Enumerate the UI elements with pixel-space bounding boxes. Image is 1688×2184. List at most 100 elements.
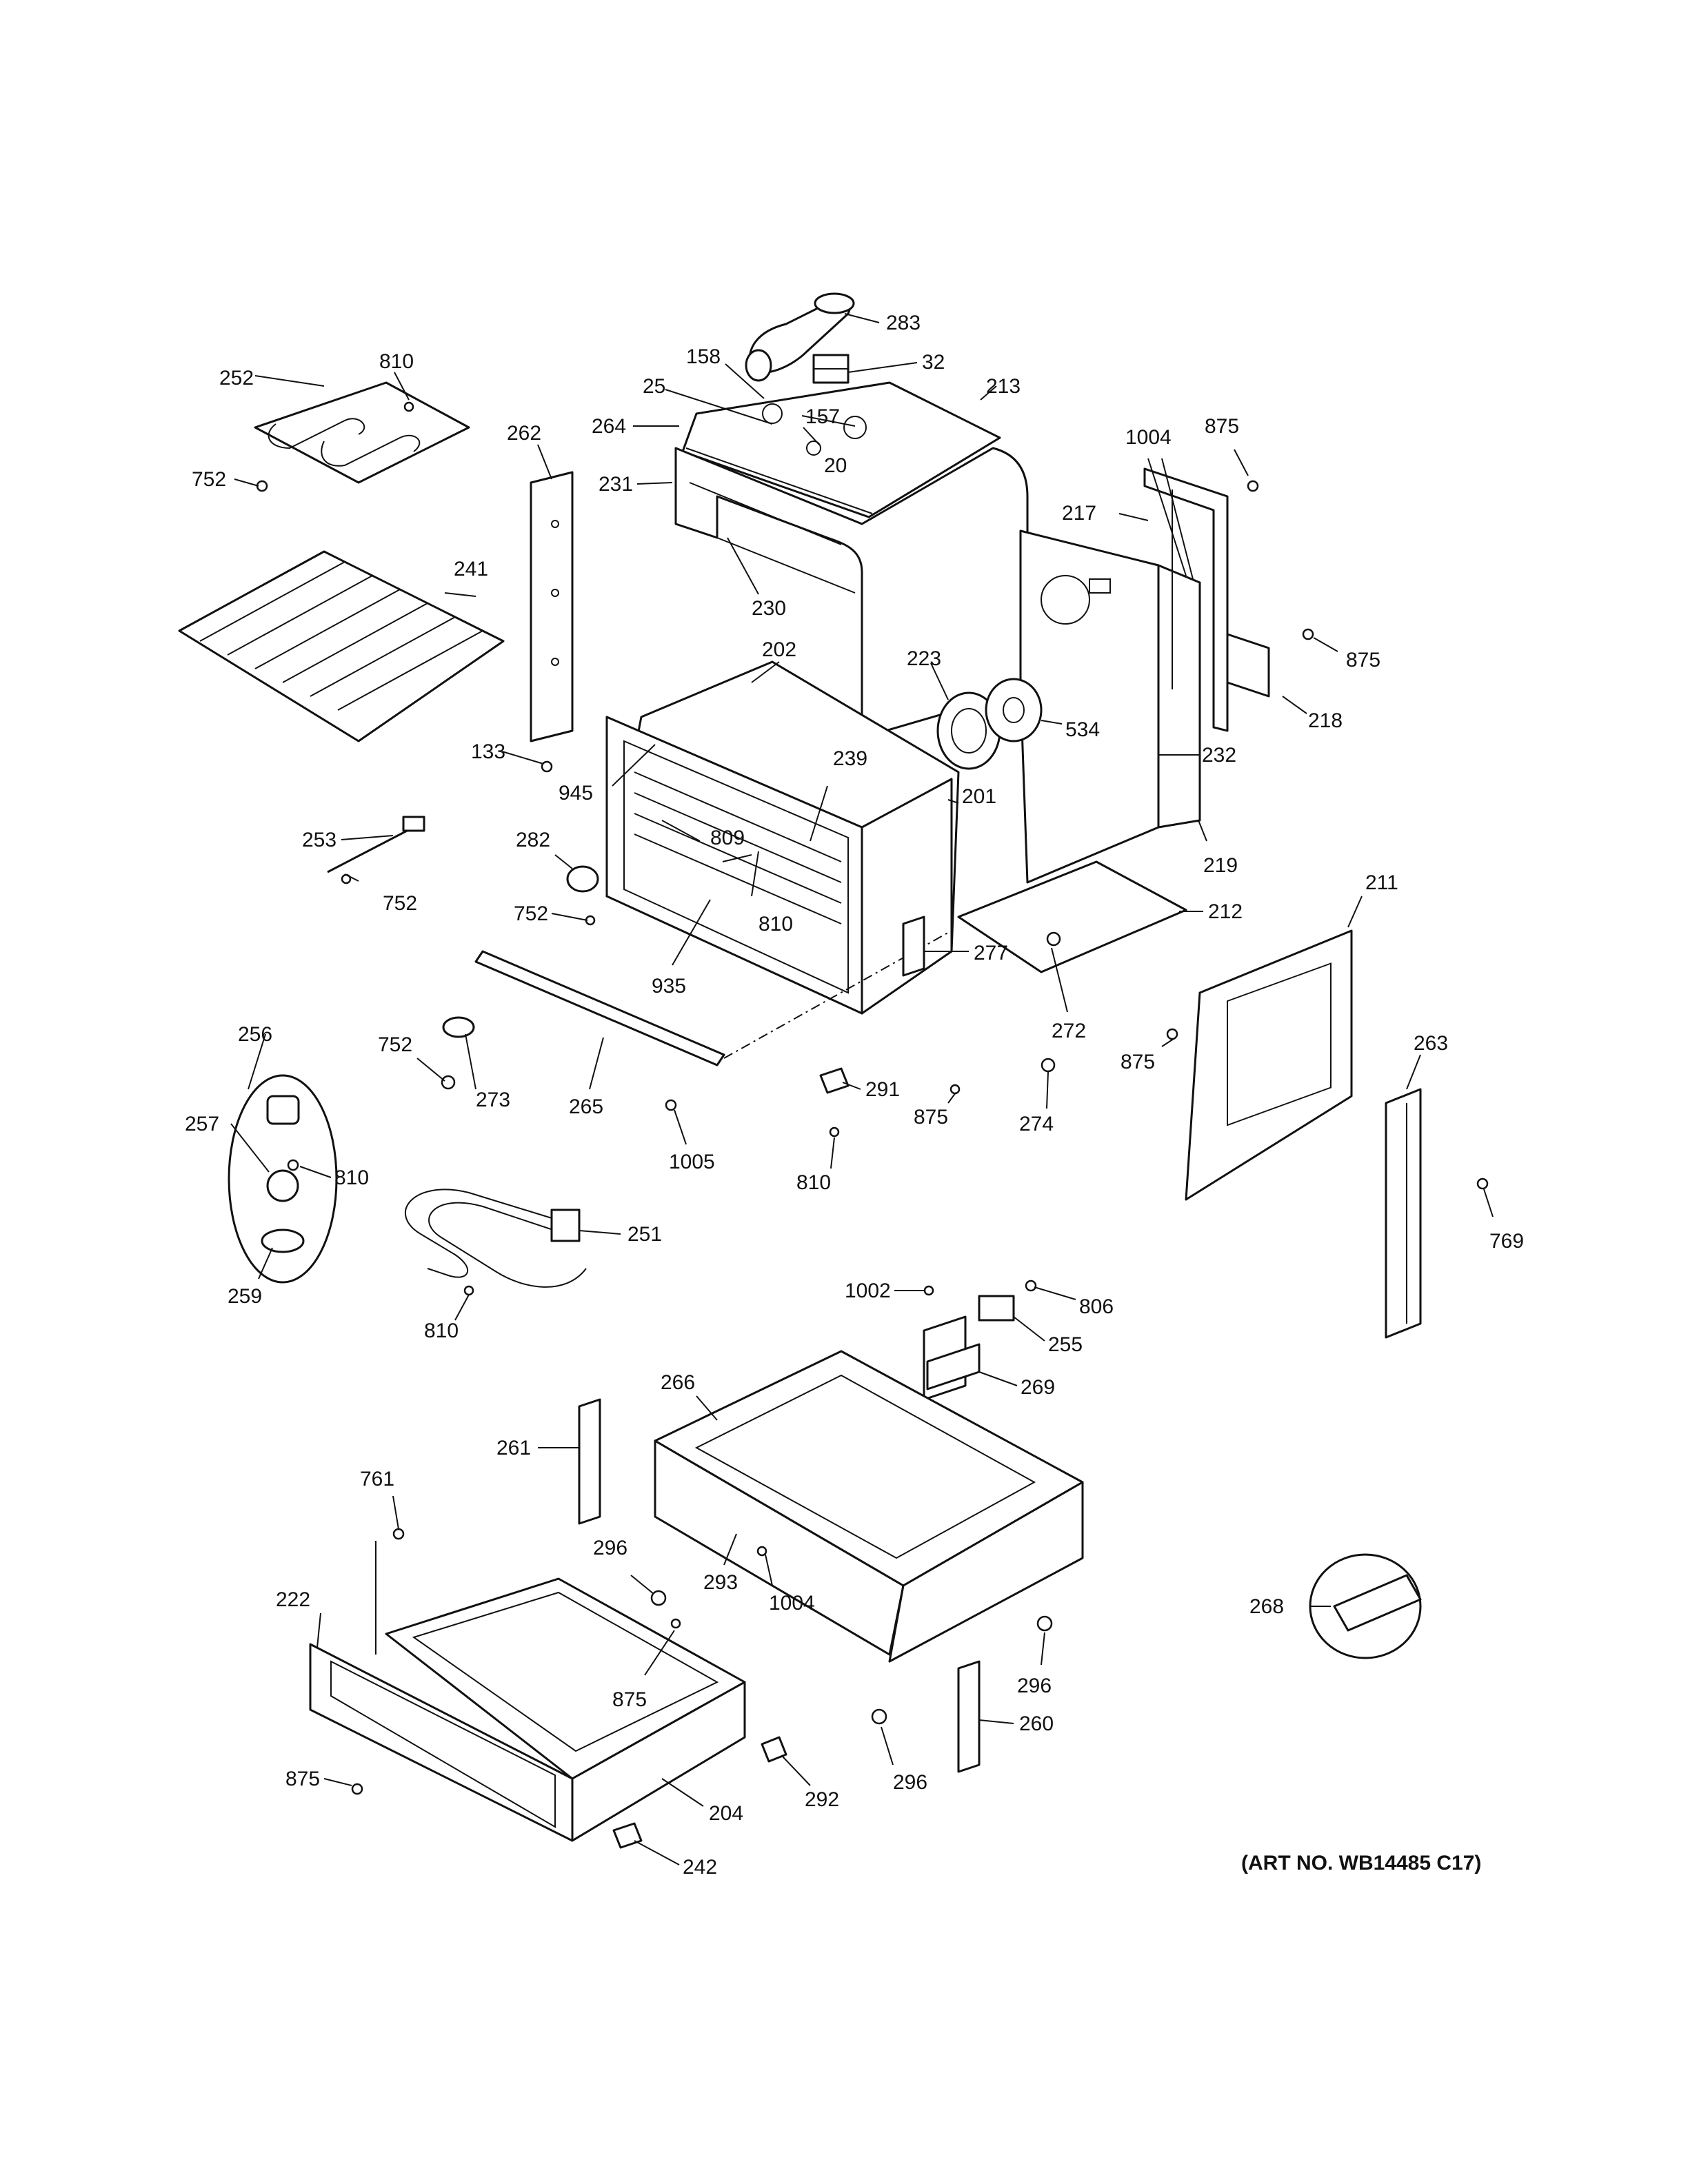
callout-241: 241 [454,558,488,580]
bracket-217 [1143,467,1229,732]
callout-875-right: 875 [1346,649,1380,671]
callout-232: 232 [1202,744,1236,767]
callout-272: 272 [1052,1020,1086,1042]
callout-32: 32 [922,351,945,374]
callout-255: 255 [1048,1333,1083,1356]
floor-panel-212 [957,860,1187,973]
callout-157: 157 [805,405,840,428]
callout-296-left: 296 [593,1537,627,1559]
callout-266: 266 [661,1371,695,1394]
callout-875-bottom: 875 [285,1768,320,1790]
callout-25: 25 [643,375,665,398]
callout-752-sensor: 752 [383,892,417,915]
light-282 [566,865,599,893]
callout-253: 253 [302,829,336,851]
callout-292: 292 [805,1788,839,1811]
callout-202: 202 [762,638,796,661]
callout-752-broil: 752 [192,468,226,491]
bracket-269 [923,1315,981,1401]
drawer-222 [309,1577,746,1842]
callout-752-light: 752 [514,902,548,925]
broil-element-252 [254,381,470,484]
screws [256,401,1489,1795]
callout-282: 282 [516,829,550,851]
callout-262: 262 [507,422,541,445]
callout-810-light: 810 [334,1166,369,1189]
callout-218: 218 [1308,709,1343,732]
callout-1002: 1002 [845,1280,891,1302]
art-number: (ART NO. WB14485 C17) [1241,1852,1481,1874]
callout-213: 213 [986,375,1021,398]
callout-269: 269 [1021,1376,1055,1399]
callout-259: 259 [228,1285,262,1308]
callout-222: 222 [276,1588,310,1611]
callout-211: 211 [1365,871,1398,894]
callout-277: 277 [974,942,1008,964]
callout-296-bottom: 296 [893,1771,927,1794]
callout-133: 133 [471,740,505,763]
chassis-266 [654,1350,1084,1663]
callout-264: 264 [592,415,626,438]
back-panel-232 [1019,529,1160,884]
callout-761: 761 [360,1468,394,1490]
callout-268: 268 [1249,1595,1284,1618]
rail-265 [474,930,952,1066]
callout-296-right: 296 [1017,1675,1052,1697]
callout-752-mid: 752 [378,1033,412,1056]
oven-rack-241 [178,550,505,742]
callout-labels: 283 32 158 25 157 264 20 213 231 230 100… [185,312,1524,1879]
leader-lines [230,313,1494,1866]
callout-273: 273 [476,1089,510,1111]
callout-242: 242 [683,1856,717,1879]
back-frame-219 [1157,564,1201,829]
callout-769: 769 [1489,1230,1524,1253]
callout-534: 534 [1065,718,1100,741]
light-assembly-256 [228,1074,338,1284]
part-292 [761,1736,787,1763]
leg-bracket-260 [957,1660,981,1773]
callout-252: 252 [219,367,254,390]
callout-251: 251 [627,1223,662,1246]
callout-945: 945 [559,782,593,805]
callout-875-side: 875 [1121,1051,1155,1073]
sensor-253 [327,816,425,873]
side-trim-262 [530,471,574,742]
callout-1004-top: 1004 [1125,426,1172,449]
callout-223: 223 [907,647,941,670]
side-panel-211 [1185,929,1353,1201]
vent-duct-283 [745,292,855,382]
callout-810-cavity: 810 [758,913,793,936]
callout-265: 265 [569,1095,603,1118]
callout-935: 935 [652,975,686,998]
callout-260: 260 [1019,1712,1054,1735]
callout-20: 20 [824,454,847,477]
side-trim-263 [1385,1088,1422,1339]
callout-291: 291 [865,1078,900,1101]
part-291 [819,1067,850,1094]
callout-810-broil: 810 [379,350,414,373]
callout-1005: 1005 [669,1151,715,1173]
callout-293: 293 [703,1571,738,1594]
bake-element-251 [405,1189,587,1288]
callout-257: 257 [185,1113,219,1135]
callout-1004-bottom: 1004 [769,1592,815,1615]
callout-875-drawer: 875 [612,1688,647,1711]
callout-809: 809 [710,827,745,849]
callout-217: 217 [1062,502,1096,525]
callout-261: 261 [496,1437,531,1459]
callout-274: 274 [1019,1113,1054,1135]
callout-212: 212 [1208,900,1243,923]
leg-bracket-261 [578,1398,601,1525]
part-242 [612,1822,643,1849]
callout-810-bake: 810 [424,1320,459,1342]
oven-cavity-201 [605,660,960,1015]
switch-255 [978,1295,1015,1322]
callout-158: 158 [686,345,721,368]
part-273 [442,1016,475,1038]
callout-201: 201 [962,785,996,808]
vent-motor-32 [812,354,850,384]
callout-810-mid: 810 [796,1171,831,1194]
fan-motor-534 [985,678,1043,742]
callout-875-top: 875 [1205,415,1239,438]
